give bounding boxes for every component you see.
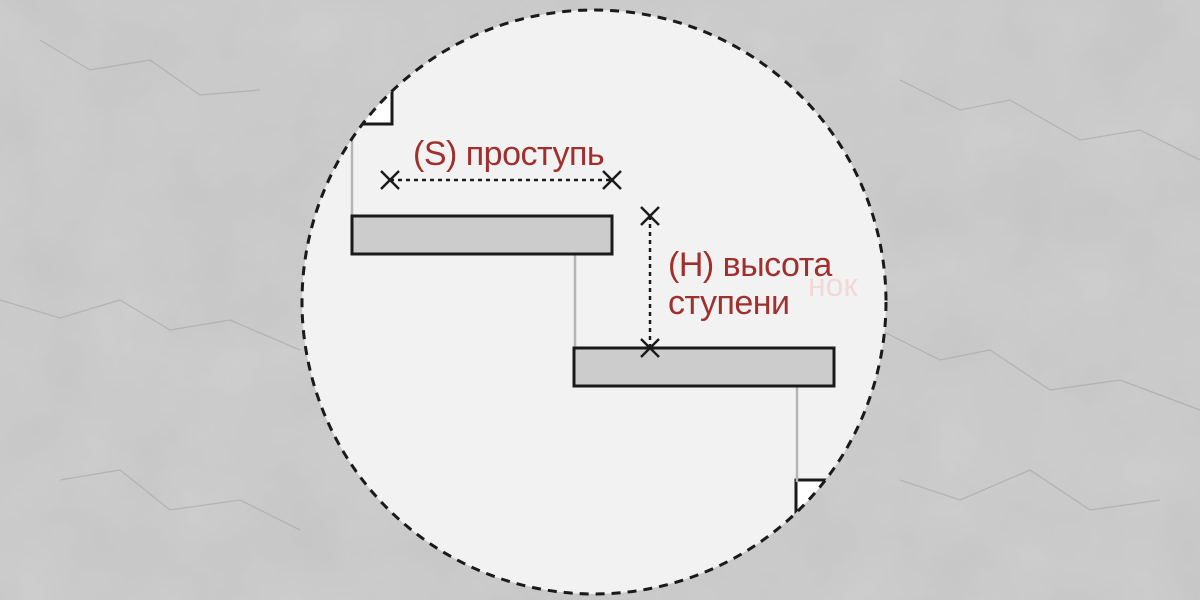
height-top-cross xyxy=(640,206,660,226)
detail-circle xyxy=(302,10,886,594)
height-bottom-cross xyxy=(640,338,660,358)
tread-label: (S) проступь xyxy=(413,135,604,173)
height-label-line1: (H) высота xyxy=(668,246,832,284)
detail-circle-outline xyxy=(300,8,888,596)
upper-step xyxy=(350,214,614,256)
faint-text-fragment: нок xyxy=(808,267,858,303)
tread-start-cross xyxy=(380,170,400,190)
concrete-cracks xyxy=(0,39,1200,531)
lower-step xyxy=(572,346,836,388)
height-label-line2: ступени xyxy=(668,284,790,322)
tread-end-cross xyxy=(602,170,622,190)
